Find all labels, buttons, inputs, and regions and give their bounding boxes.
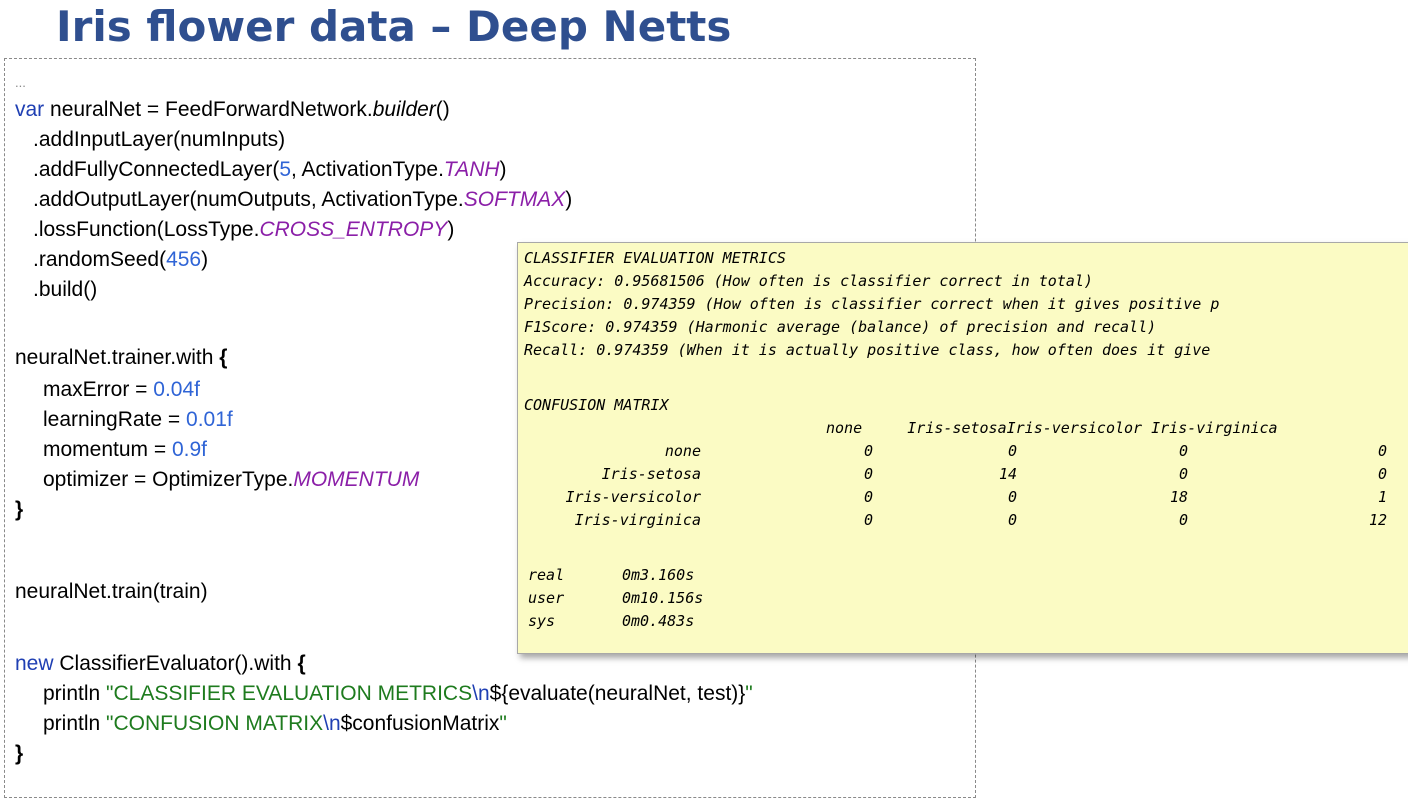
- number-literal: 0.04f: [153, 378, 200, 401]
- code-line-println-metrics: println "CLASSIFIER EVALUATION METRICS\n…: [43, 679, 753, 709]
- matrix-cell: 0: [1178, 465, 1188, 483]
- code-text: learningRate =: [43, 408, 187, 431]
- matrix-cell: 0: [863, 488, 873, 506]
- code-text: momentum =: [43, 438, 172, 461]
- constant-momentum: MOMENTUM: [293, 468, 420, 491]
- code-line-trainer-with: neuralNet.trainer.with {: [15, 343, 227, 373]
- matrix-cell: 0: [1377, 465, 1387, 483]
- code-line-learning-rate: learningRate = 0.01f: [43, 405, 233, 435]
- code-text: , ActivationType.: [291, 158, 444, 181]
- matrix-cell: 1: [1377, 488, 1387, 506]
- recall-line: Recall: 0.974359 (When it is actually po…: [524, 341, 1211, 359]
- constant-tanh: TANH: [443, 158, 500, 181]
- slide-title: Iris flower data – Deep Netts: [56, 2, 732, 51]
- confusion-matrix-header: none Iris-setosaIris-versicolor Iris-vir…: [826, 419, 1278, 437]
- matrix-cell: 0: [1007, 511, 1017, 529]
- code-text: neuralNet = FeedForwardNetwork.: [44, 98, 373, 121]
- matrix-row-label: Iris-virginica: [574, 511, 701, 529]
- code-text: (): [435, 98, 450, 121]
- code-text: ): [201, 248, 209, 271]
- string-literal: ": [499, 712, 507, 735]
- f1score-line: F1Score: 0.974359 (Harmonic average (bal…: [524, 318, 1157, 336]
- code-text: optimizer = OptimizerType.: [43, 468, 294, 491]
- escape-sequence: \n: [323, 712, 341, 735]
- code-text: ${evaluate(neuralNet, test)}: [489, 682, 746, 705]
- timing-value: 0m10.156s: [622, 589, 704, 607]
- matrix-cell: 18: [1169, 488, 1188, 506]
- matrix-cell: 0: [863, 465, 873, 483]
- code-line-add-output-layer: .addOutputLayer(numOutputs, ActivationTy…: [33, 185, 572, 215]
- method-builder: builder: [372, 98, 436, 121]
- console-output-panel: CLASSIFIER EVALUATION METRICS Accuracy: …: [517, 242, 1408, 654]
- code-text: .randomSeed(: [33, 248, 167, 271]
- code-text: .lossFunction(LossType.: [33, 218, 260, 241]
- code-line-add-fc-layer: .addFullyConnectedLayer(5, ActivationTyp…: [33, 155, 507, 185]
- number-literal: 456: [166, 248, 202, 271]
- code-line-evaluator-with: new ClassifierEvaluator().with {: [15, 649, 306, 679]
- code-text: println: [43, 682, 107, 705]
- code-text: ): [499, 158, 507, 181]
- code-line-momentum: momentum = 0.9f: [43, 435, 207, 465]
- metrics-title: CLASSIFIER EVALUATION METRICS: [524, 249, 786, 267]
- code-text: ClassifierEvaluator().with: [53, 652, 298, 675]
- string-literal: "CLASSIFIER EVALUATION METRICS: [106, 682, 473, 705]
- string-literal: "CONFUSION MATRIX: [106, 712, 324, 735]
- constant-softmax: SOFTMAX: [463, 188, 566, 211]
- code-text: ): [447, 218, 455, 241]
- number-literal: 0.01f: [186, 408, 233, 431]
- precision-line: Precision: 0.974359 (How often is classi…: [524, 295, 1220, 313]
- code-text: neuralNet.trainer.with: [15, 346, 220, 369]
- matrix-cell: 0: [1007, 488, 1017, 506]
- string-literal: ": [745, 682, 753, 705]
- timing-label: real: [528, 566, 565, 584]
- matrix-cell: 0: [1178, 511, 1188, 529]
- code-text: maxError =: [43, 378, 154, 401]
- keyword-var: var: [15, 98, 45, 121]
- code-line-random-seed: .randomSeed(456): [33, 245, 208, 275]
- code-line-train: neuralNet.train(train): [15, 580, 208, 603]
- code-text: $confusionMatrix: [340, 712, 500, 735]
- matrix-cell: 0: [1178, 442, 1188, 460]
- code-text: .addFullyConnectedLayer(: [33, 158, 280, 181]
- code-line-max-error: maxError = 0.04f: [43, 375, 200, 405]
- matrix-row-label: Iris-versicolor: [565, 488, 701, 506]
- open-brace: {: [219, 346, 228, 369]
- code-text: .addOutputLayer(numOutputs, ActivationTy…: [33, 188, 464, 211]
- code-text: println: [43, 712, 107, 735]
- constant-cross-entropy: CROSS_ENTROPY: [259, 218, 448, 241]
- code-line-optimizer: optimizer = OptimizerType.MOMENTUM: [43, 465, 419, 495]
- matrix-row-label: none: [664, 442, 701, 460]
- code-block: ... var neuralNet = FeedForwardNetwork.b…: [4, 58, 976, 798]
- timing-value: 0m3.160s: [622, 566, 695, 584]
- timing-value: 0m0.483s: [622, 612, 695, 630]
- timing-label: user: [528, 589, 565, 607]
- number-literal: 5: [279, 158, 291, 181]
- code-line-println-confusion: println "CONFUSION MATRIX\n$confusionMat…: [43, 709, 507, 739]
- matrix-cell: 12: [1368, 511, 1387, 529]
- matrix-cell: 14: [998, 465, 1017, 483]
- code-line-build: .build(): [33, 278, 98, 301]
- timing-label: sys: [528, 612, 556, 630]
- keyword-new: new: [15, 652, 54, 675]
- code-ellipsis: ...: [15, 75, 26, 90]
- accuracy-line: Accuracy: 0.95681506 (How often is class…: [524, 272, 1093, 290]
- matrix-cell: 0: [1377, 442, 1387, 460]
- escape-sequence: \n: [472, 682, 490, 705]
- confusion-matrix-title: CONFUSION MATRIX: [524, 396, 669, 414]
- code-line-loss-function: .lossFunction(LossType.CROSS_ENTROPY): [33, 215, 454, 245]
- code-line-builder: var neuralNet = FeedForwardNetwork.build…: [15, 95, 450, 125]
- matrix-row-label: Iris-setosa: [601, 465, 701, 483]
- matrix-cell: 0: [863, 511, 873, 529]
- number-literal: 0.9f: [171, 438, 207, 461]
- close-brace: }: [15, 498, 24, 521]
- close-brace: }: [15, 742, 24, 765]
- code-line-add-input-layer: .addInputLayer(numInputs): [33, 128, 286, 151]
- code-text: ): [565, 188, 573, 211]
- matrix-cell: 0: [863, 442, 873, 460]
- open-brace: {: [297, 652, 306, 675]
- matrix-cell: 0: [1007, 442, 1017, 460]
